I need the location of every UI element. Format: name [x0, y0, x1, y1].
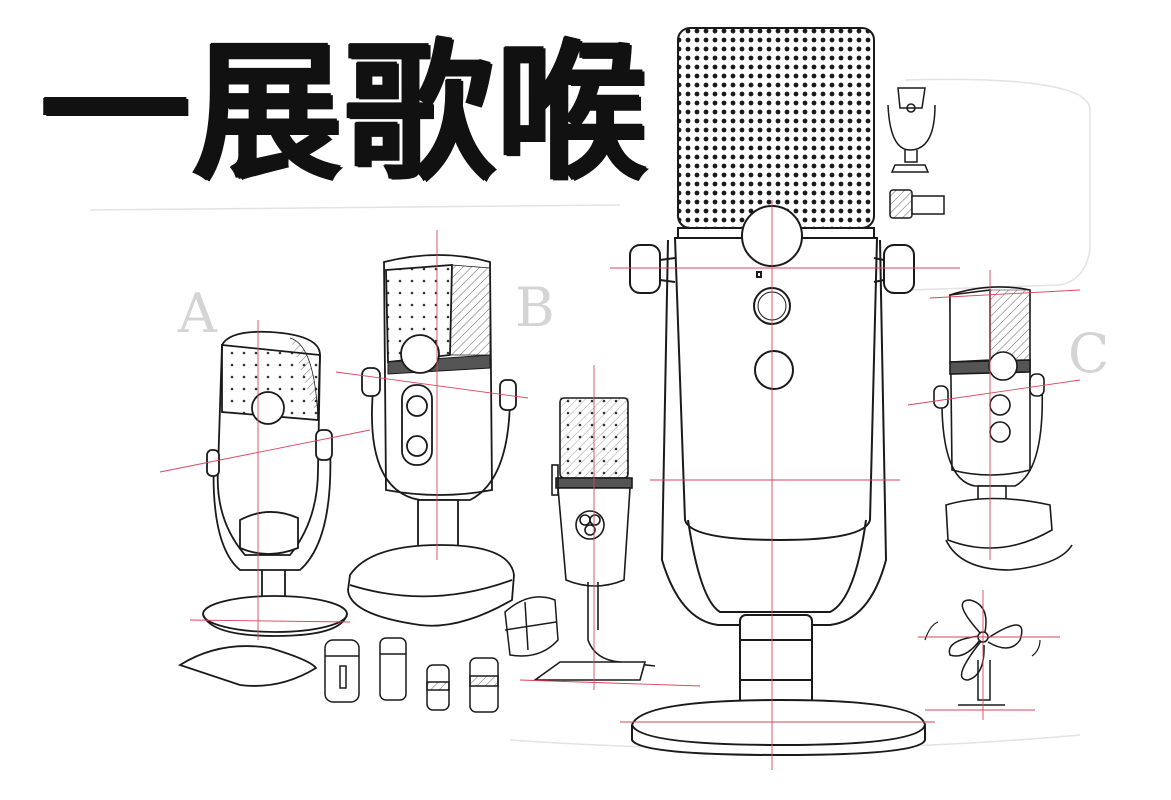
- headphone-capsule-sketches: [324, 596, 559, 713]
- fan-rotation-sketch: [924, 599, 1041, 706]
- microphone-sketch-main: [629, 27, 926, 757]
- construction-lines-b: [335, 230, 529, 560]
- view-label-c: C: [1068, 322, 1110, 385]
- construction-lines-main: [610, 200, 960, 770]
- construction-lines-a: [159, 320, 371, 640]
- construction-lines-small: [519, 365, 701, 690]
- view-label-b: B: [515, 276, 555, 339]
- microphone-sketch-b: [347, 254, 517, 627]
- mount-detail-sketch: [887, 87, 945, 219]
- microphone-sketch-a: [177, 330, 348, 687]
- view-label-a: A: [178, 282, 217, 345]
- microphone-sketch-c: [933, 286, 1073, 571]
- construction-lines-c: [907, 270, 1081, 560]
- construction-lines-fan: [918, 590, 1060, 720]
- page-title: 一展歌喉: [40, 26, 649, 200]
